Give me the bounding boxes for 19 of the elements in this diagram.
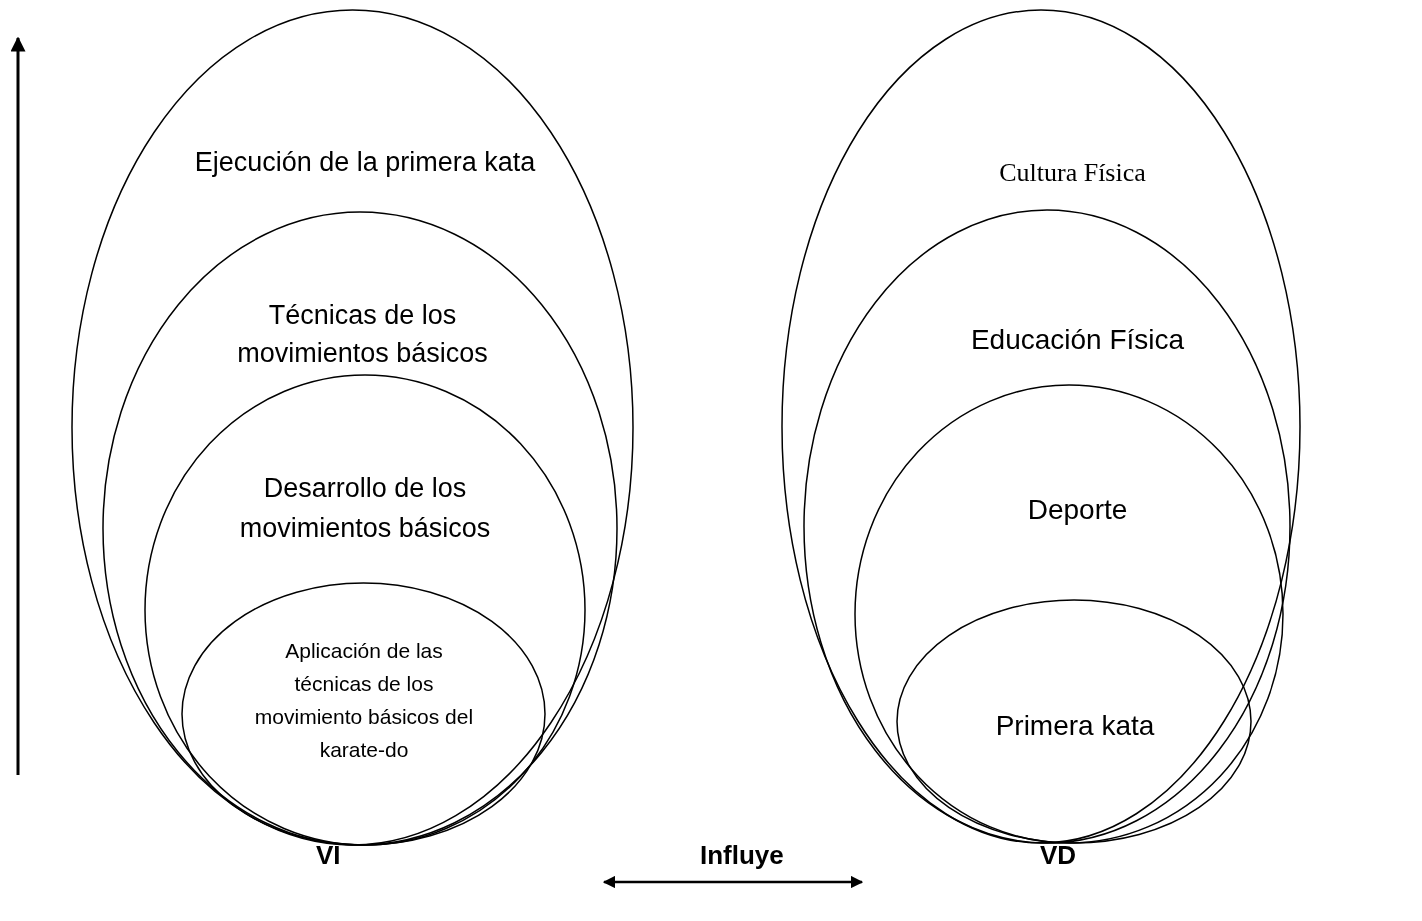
axis-label: VD (1040, 840, 1077, 871)
node-label: Ejecución de la primera kata (193, 146, 537, 179)
node-label: Desarrollo de los movimientos básicos (238, 472, 492, 545)
node-label: Cultura Física (998, 157, 1147, 189)
ellipse-node (145, 375, 585, 845)
axis-label: Influye (700, 840, 784, 871)
ellipse-node (182, 583, 545, 845)
ellipse-node (782, 10, 1300, 843)
axis-label: VI (316, 840, 341, 871)
node-label: Educación Física (969, 323, 1186, 357)
ellipse-node (855, 385, 1283, 843)
node-label: Aplicación de las técnicas de los movimiento básicos del karate-do (253, 638, 475, 763)
ellipse-node (804, 210, 1290, 843)
node-label: Técnicas de los movimientos básicos (236, 299, 489, 370)
node-label: Primera kata (994, 709, 1156, 743)
node-label: Deporte (1026, 493, 1129, 527)
ellipse-node (897, 600, 1251, 843)
ellipse-node (103, 212, 617, 845)
ellipse-node (72, 10, 633, 845)
